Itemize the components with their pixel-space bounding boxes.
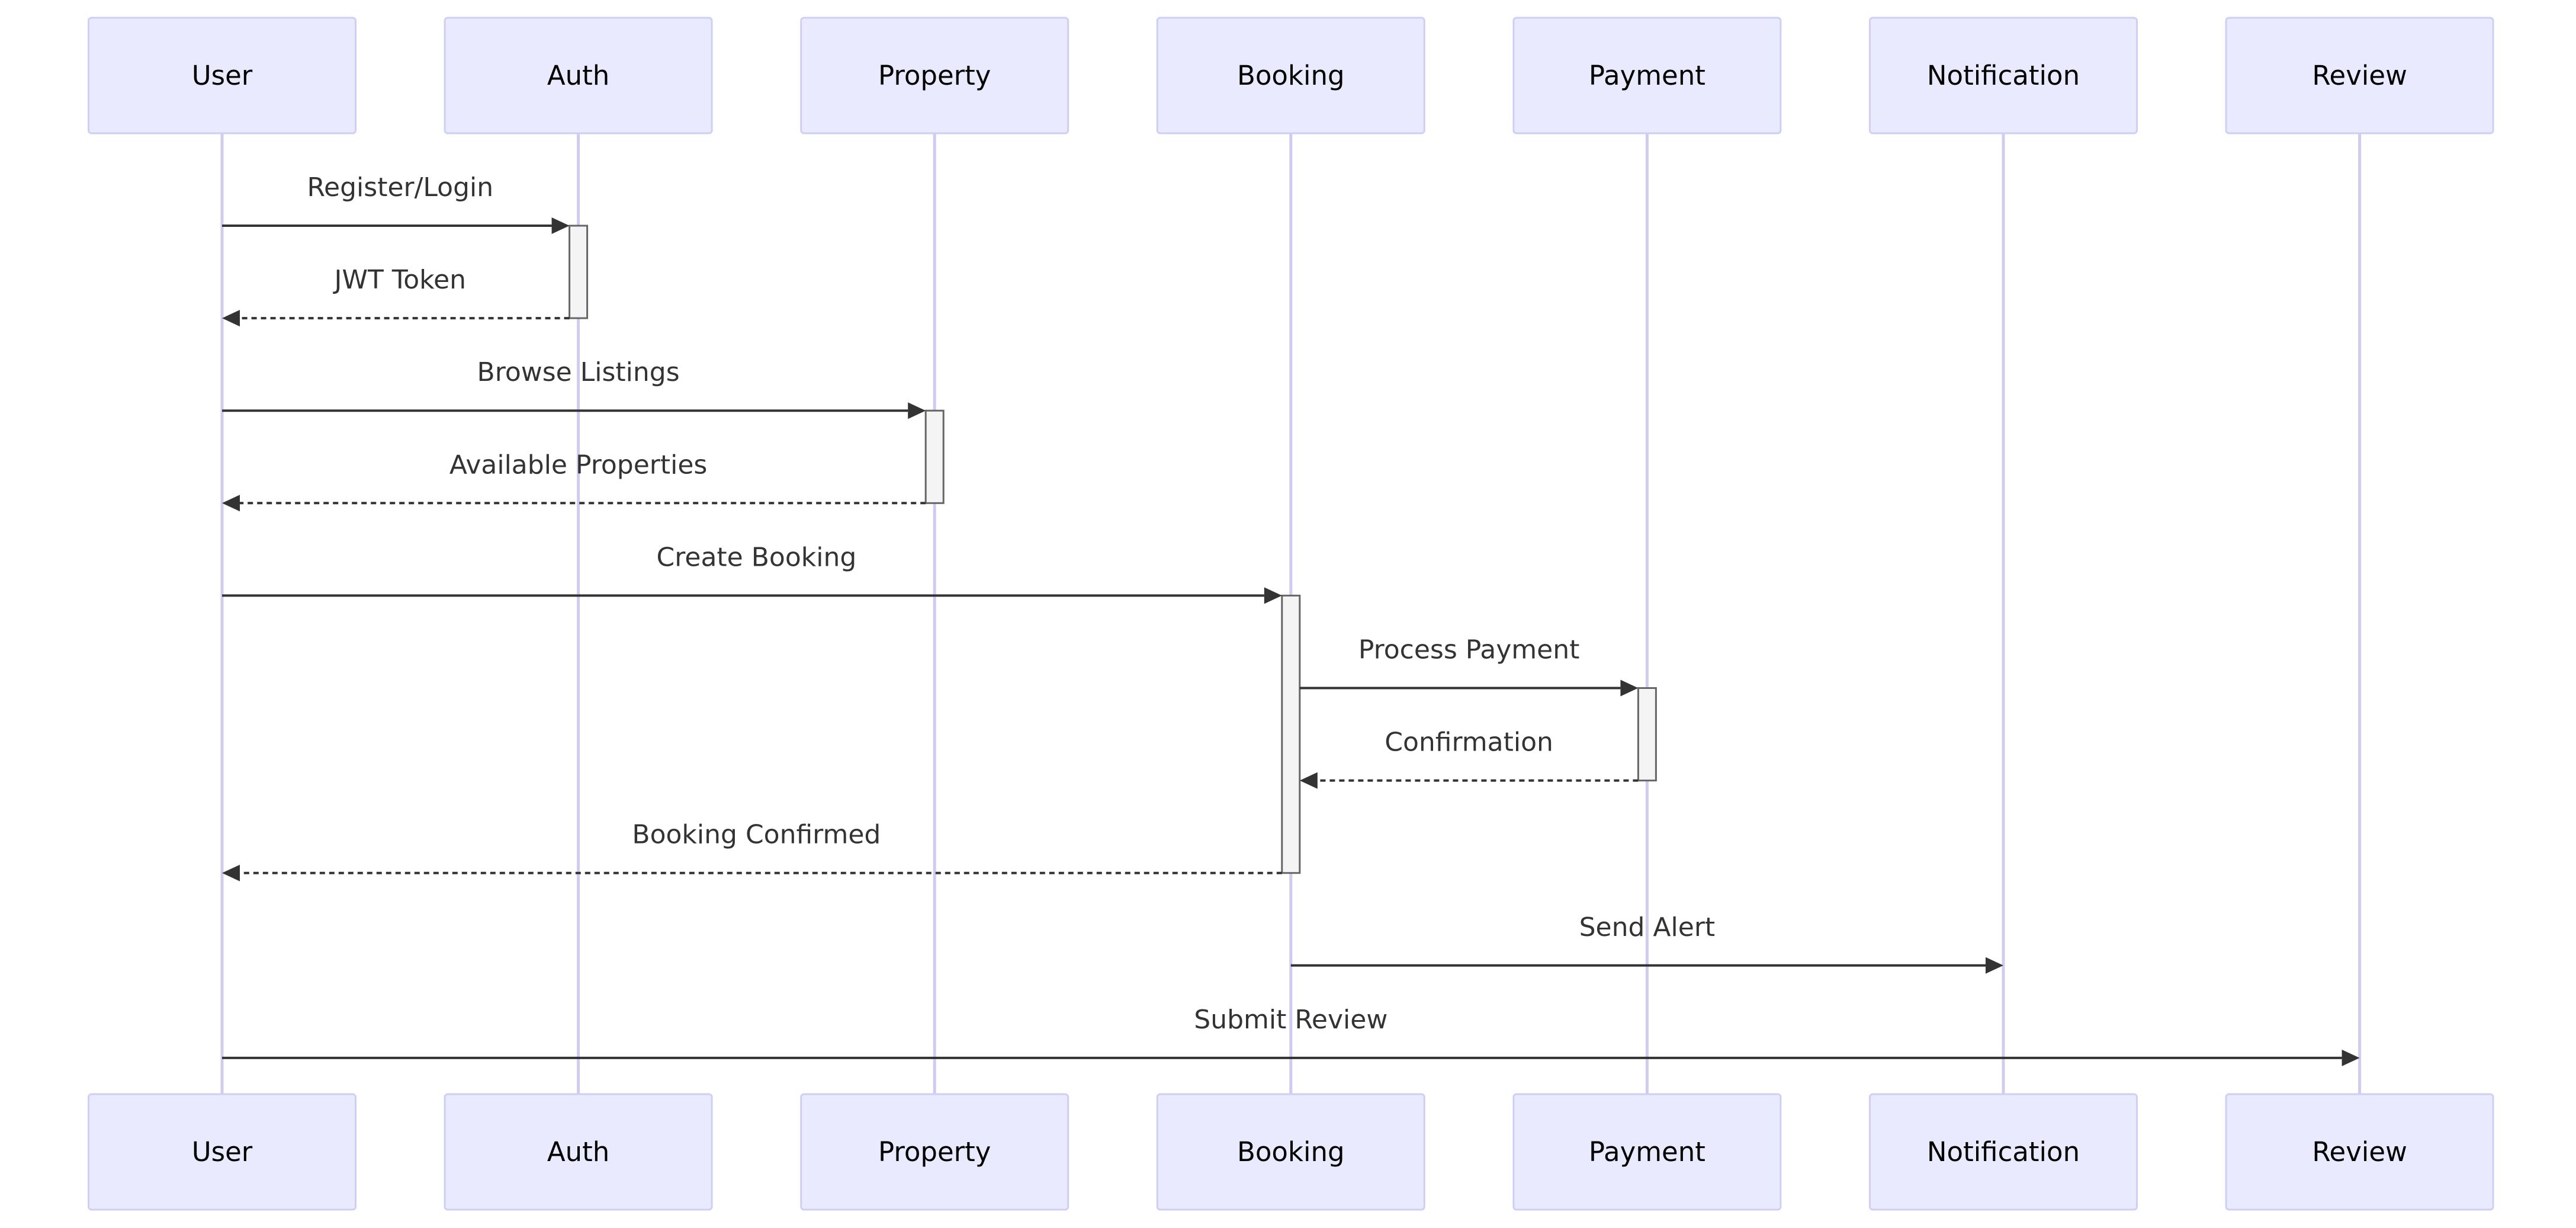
actor-box — [444, 1093, 713, 1211]
arrow-head-icon — [1299, 772, 1318, 789]
actor-auth-bottom: Auth — [444, 1093, 713, 1211]
actor-box — [1869, 17, 2138, 134]
actor-label: User — [192, 60, 253, 91]
actor-box — [1156, 1093, 1425, 1211]
actor-user-bottom: User — [88, 1093, 356, 1211]
activation-payment — [1637, 687, 1657, 782]
actor-box — [444, 17, 713, 134]
actor-box — [2225, 1093, 2494, 1211]
arrow-head-icon — [2341, 1049, 2360, 1066]
message-label: Browse Listings — [477, 357, 680, 387]
actor-label: Auth — [547, 60, 609, 91]
actor-label: Review — [2312, 1136, 2407, 1168]
message-label: Create Booking — [657, 542, 857, 572]
arrow-head-icon — [551, 217, 570, 234]
message-label: Register/Login — [307, 172, 493, 203]
message-register-login: Register/Login — [222, 172, 570, 234]
arrow-head-icon — [908, 402, 926, 419]
message-browse-listings: Browse Listings — [222, 357, 926, 419]
message-label: Send Alert — [1579, 912, 1716, 942]
actor-payment-top: Payment — [1512, 17, 1782, 134]
actor-property-top: Property — [800, 17, 1069, 134]
actor-property-bottom: Property — [800, 1093, 1069, 1211]
message-submit-review: Submit Review — [222, 1005, 2360, 1066]
actor-box — [88, 1093, 356, 1211]
actor-auth-top: Auth — [444, 17, 713, 134]
actor-box — [1512, 1093, 1782, 1211]
message-label: JWT Token — [333, 265, 467, 295]
arrow-head-icon — [1986, 957, 2003, 974]
actor-payment-bottom: Payment — [1512, 1093, 1782, 1211]
message-send-alert: Send Alert — [1290, 912, 2003, 974]
message-create-booking: Create Booking — [222, 542, 1282, 604]
actor-user-top: User — [88, 17, 356, 134]
actor-box — [2225, 17, 2494, 134]
message-label: Submit Review — [1194, 1005, 1387, 1035]
actor-booking-top: Booking — [1156, 17, 1425, 134]
message-label: Process Payment — [1358, 635, 1580, 665]
actor-notification-top: Notification — [1869, 17, 2138, 134]
activation-bars — [568, 225, 1657, 874]
actor-label: Booking — [1237, 60, 1345, 91]
activation-booking — [1281, 594, 1301, 874]
message-booking-confirmed: Booking Confirmed — [222, 820, 1282, 881]
actor-booking-bottom: Booking — [1156, 1093, 1425, 1211]
actors-top: User Auth Property Booking Payment Notificati… — [88, 17, 2494, 134]
message-jwt-token: JWT Token — [222, 265, 570, 327]
actor-box — [1869, 1093, 2138, 1211]
actor-label: Booking — [1237, 1136, 1345, 1168]
actor-review-top: Review — [2225, 17, 2494, 134]
arrow-head-icon — [1620, 679, 1639, 697]
arrow-head-icon — [1264, 587, 1282, 604]
actor-label: Property — [878, 60, 991, 91]
actor-label: Payment — [1589, 60, 1705, 91]
arrow-head-icon — [222, 864, 240, 881]
actor-box — [1156, 17, 1425, 134]
actor-label: Review — [2312, 60, 2407, 91]
actor-notification-bottom: Notification — [1869, 1093, 2138, 1211]
actor-box — [800, 1093, 1069, 1211]
message-label: Confirmation — [1385, 727, 1553, 758]
actor-label: Notification — [1927, 60, 2080, 91]
actor-review-bottom: Review — [2225, 1093, 2494, 1211]
actor-label: Auth — [547, 1136, 609, 1168]
actor-box — [1512, 17, 1782, 134]
actors-bottom: User Auth Property Booking Payment Notificati… — [88, 1093, 2494, 1211]
actor-label: Property — [878, 1136, 991, 1168]
activation-property — [924, 409, 945, 504]
actor-box — [88, 17, 356, 134]
message-confirmation: Confirmation — [1299, 727, 1639, 789]
actor-box — [800, 17, 1069, 134]
message-label: Available Properties — [449, 450, 708, 480]
actor-label: Notification — [1927, 1136, 2080, 1168]
arrow-head-icon — [222, 310, 240, 327]
actor-label: User — [192, 1136, 253, 1168]
actor-label: Payment — [1589, 1136, 1705, 1168]
message-process-payment: Process Payment — [1299, 635, 1639, 697]
message-available-properties: Available Properties — [222, 450, 926, 512]
arrow-head-icon — [222, 495, 240, 512]
activation-auth — [568, 225, 589, 319]
message-label: Booking Confirmed — [632, 820, 881, 850]
